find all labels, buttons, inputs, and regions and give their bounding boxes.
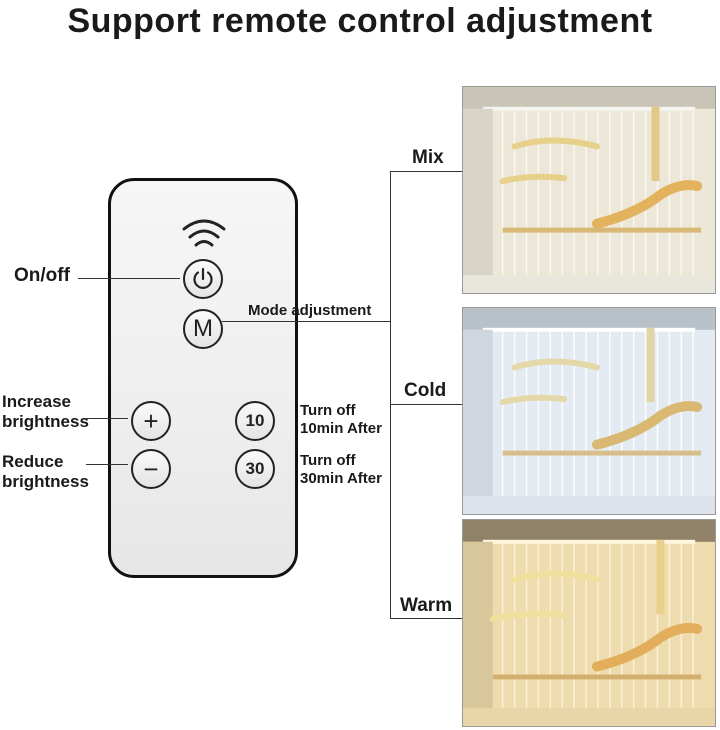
page-title: Support remote control adjustment (67, 2, 653, 40)
reduce-label-line1: Reduce (2, 452, 64, 471)
cold-mode-photo (462, 307, 716, 515)
timer30-label-line1: Turn off (300, 452, 356, 469)
mode-button[interactable]: M (183, 309, 223, 349)
increase-brightness-label: Increase brightness (2, 392, 89, 432)
mode-adjustment-label: Mode adjustment (248, 302, 372, 319)
timer-30min-label: Turn off 30min After (300, 452, 382, 488)
remote-control: M + − 10 30 (108, 178, 298, 578)
minus-icon: − (143, 454, 159, 484)
mode-leader-line (222, 321, 390, 322)
timer-10min-button[interactable]: 10 (235, 401, 275, 441)
timer-30min-button[interactable]: 30 (235, 449, 275, 489)
reduce-label-line2: brightness (2, 472, 89, 491)
warm-mode-label: Warm (400, 595, 453, 616)
power-icon (193, 267, 213, 289)
mix-mode-label: Mix (412, 147, 444, 168)
cold-connector-line (390, 404, 462, 405)
reduce-brightness-label: Reduce brightness (2, 452, 89, 492)
mix-mode-photo (462, 86, 716, 294)
increase-brightness-button[interactable]: + (131, 401, 171, 441)
bird-cage-mix-image (463, 87, 715, 293)
bird-cage-warm-image (463, 520, 715, 726)
timer10-label-line1: Turn off (300, 402, 356, 419)
timer30-label-line2: 30min After (300, 470, 382, 487)
on-off-leader-line (78, 278, 180, 279)
reduce-brightness-button[interactable]: − (131, 449, 171, 489)
plus-icon: + (143, 406, 159, 436)
timer10-label-line2: 10min After (300, 420, 382, 437)
reduce-leader-line (86, 464, 128, 465)
on-off-label: On/off (14, 265, 70, 286)
increase-label-line1: Increase (2, 392, 71, 411)
wireless-signal-icon (182, 219, 226, 247)
warm-connector-line (390, 618, 462, 619)
timer-10min-label: Turn off 10min After (300, 402, 382, 438)
warm-mode-photo (462, 519, 716, 727)
mode-bracket-vertical (390, 171, 391, 618)
mix-connector-line (390, 171, 462, 172)
increase-leader-line (86, 418, 128, 419)
increase-label-line2: brightness (2, 412, 89, 431)
power-button[interactable] (183, 259, 223, 299)
cold-mode-label: Cold (404, 380, 447, 401)
bird-cage-cold-image (463, 308, 715, 514)
